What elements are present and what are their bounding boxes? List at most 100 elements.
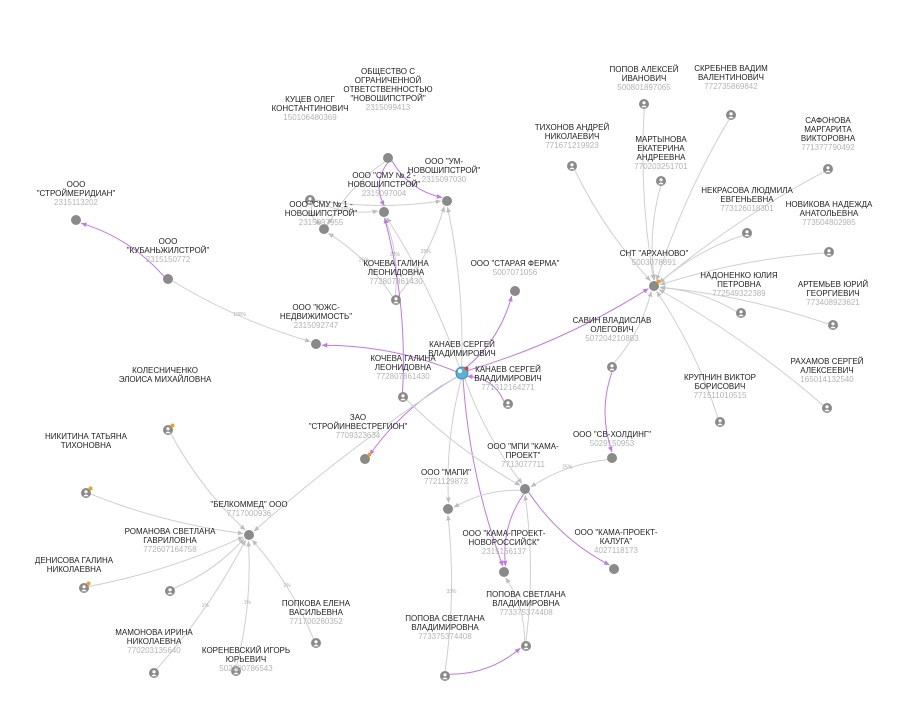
node-ooo_novoship[interactable]: ОБЩЕСТВО СОГРАНИЧЕННОЙОТВЕТСТВЕННОСТЬЮ"Н… xyxy=(343,67,433,163)
org-node-circle[interactable] xyxy=(360,454,370,464)
org-node-circle[interactable] xyxy=(520,484,530,494)
node-name-line: ООО "СМУ № 2 - xyxy=(352,171,416,180)
person-icon xyxy=(745,230,749,234)
node-name-line: ООО "ЮЖС- xyxy=(292,303,340,312)
person-icon xyxy=(168,588,172,592)
edge-share-label: 25% xyxy=(562,465,573,471)
org-node-circle[interactable] xyxy=(319,224,329,234)
edge-popova2-to-kp_novoross xyxy=(505,577,526,642)
org-node-circle[interactable] xyxy=(442,196,452,206)
node-inn: 773126018301 xyxy=(720,204,774,213)
node-yugs[interactable]: ООО "ЮЖС-НЕДВИЖИМОСТЬ"2315092747 xyxy=(280,303,352,349)
node-name-line: АЛЕКСЕЕВИЧ xyxy=(800,366,854,375)
person-body-icon xyxy=(824,409,830,412)
org-node-circle[interactable] xyxy=(443,504,453,514)
person-icon xyxy=(739,310,743,314)
node-um[interactable]: ООО "УМ-НОВОШИПСТРОЙ"2315097030 xyxy=(408,157,481,206)
person-body-icon xyxy=(641,105,647,108)
node-snt[interactable]: СНТ "АРХАНОВО"5003078891 xyxy=(620,249,689,291)
person-body-icon xyxy=(151,674,157,677)
node-inn: 5003078891 xyxy=(632,258,677,267)
node-sv_holding[interactable]: ООО "СВ-ХОЛДИНГ"5029150953 xyxy=(573,430,651,463)
org-node-circle[interactable] xyxy=(163,274,173,284)
node-mapi[interactable]: ООО "МАПИ"7721129873 xyxy=(421,468,471,514)
edge-center-to-snt xyxy=(466,288,649,372)
person-body-icon xyxy=(505,405,511,408)
edge-krupnin-to-snt xyxy=(656,291,719,418)
node-stroimeridian[interactable]: ООО"СТРОЙМЕРИДИАН"2315113202 xyxy=(37,180,116,225)
edge-share-label: 25% xyxy=(408,181,419,187)
node-mpi[interactable]: ООО "МПИ "КАМА-ПРОЕКТ"7713077711 xyxy=(487,442,559,494)
edge-center-to-mpi xyxy=(463,377,523,485)
node-name-line: ЕВГЕНЬЕВНА xyxy=(720,195,774,204)
node-kuban[interactable]: ООО"КУБАНЬЖИЛСТРОЙ"2315150772 xyxy=(127,237,210,284)
node-smu2[interactable]: ООО "СМУ № 2 -НОВОШИПСТРОЙ"2315097004 xyxy=(348,171,421,217)
edge-center-to-yugs xyxy=(321,342,458,373)
org-node-circle[interactable] xyxy=(383,153,393,163)
node-name-line: КОЧЕВА ГАЛИНА xyxy=(363,259,429,268)
edge-romanova-to-belkommed xyxy=(173,538,245,589)
org-node-circle[interactable] xyxy=(609,564,619,574)
org-node-circle[interactable] xyxy=(244,530,254,540)
node-inn: 773375374408 xyxy=(418,632,472,641)
org-node-circle[interactable] xyxy=(71,215,81,225)
person-body-icon xyxy=(569,167,575,170)
node-name-line: ВАЛЕНТИНОВИЧ xyxy=(698,73,764,82)
edge-share-label: 1% xyxy=(283,583,291,589)
org-node-circle[interactable] xyxy=(649,281,659,291)
person-body-icon xyxy=(738,314,744,317)
node-kp_kaluga[interactable]: ООО "КАМА-ПРОЕКТ-КАЛУГА"4027118173 xyxy=(574,528,658,574)
org-node-circle[interactable] xyxy=(607,453,617,463)
org-node-circle[interactable] xyxy=(311,339,321,349)
node-inn: 2315097955 xyxy=(299,218,344,227)
person-icon xyxy=(729,112,733,116)
org-node-circle[interactable] xyxy=(379,207,389,217)
node-inn: 2315097030 xyxy=(422,175,467,184)
node-name-line: НОВИКОВА НАДЕЖДА xyxy=(786,200,873,209)
node-kp_novoross[interactable]: ООО "КАМА-ПРОЕКТ-НОВОРОССИЙСК"2315166137 xyxy=(462,529,546,577)
edge-kocheva2-to-mpi xyxy=(406,399,521,486)
node-inn: 773504802985 xyxy=(802,218,856,227)
person-icon xyxy=(82,585,86,589)
person-icon xyxy=(314,640,318,644)
edge-savin-to-snt xyxy=(613,291,653,363)
node-name-line: НИКОЛАЕВНА xyxy=(127,637,182,646)
node-stroiinvest[interactable]: ЗАО"СТРОЙИНВЕСТРЕГИОН"7709323634 xyxy=(309,413,408,464)
edge-safonova-to-snt xyxy=(658,171,825,284)
org-node-circle[interactable] xyxy=(510,286,520,296)
node-name-line: МАМОНОВА ИРИНА xyxy=(115,628,193,637)
node-staraya[interactable]: ООО "СТАРАЯ ФЕРМА"5007071056 xyxy=(471,259,560,296)
node-inn: 5029150953 xyxy=(590,439,635,448)
node-smu1[interactable]: ООО "СМУ № 1 -НОВОШИПСТРОЙ"2315097955 xyxy=(285,200,358,234)
edge-share-label: 25% xyxy=(390,252,401,258)
org-node-circle[interactable] xyxy=(499,567,509,577)
